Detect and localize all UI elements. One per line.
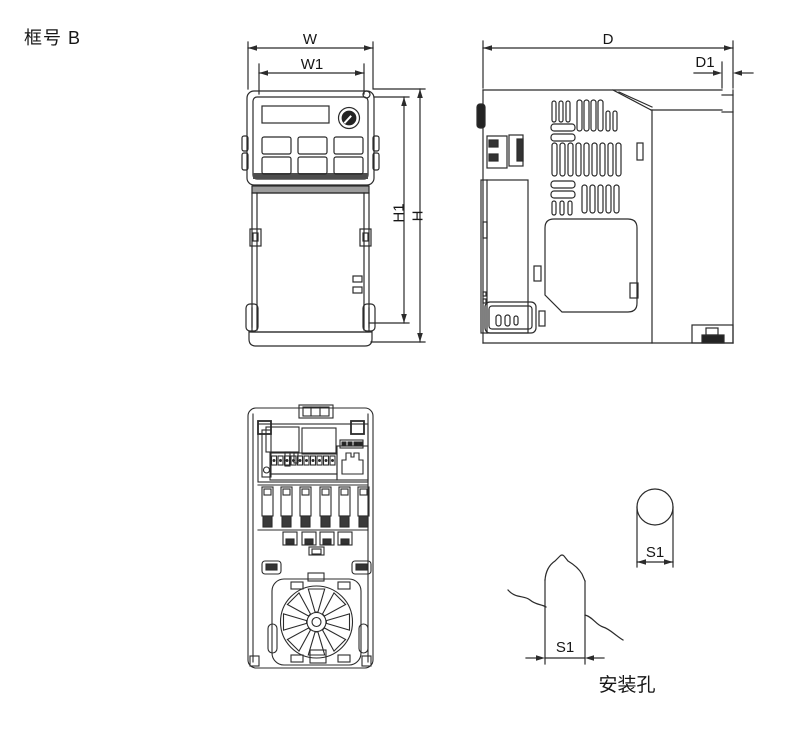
keypad-button [333,156,364,175]
side-outline [482,89,734,344]
dim-label-s1-slot: S1 [556,639,574,656]
dim-label-h: H [409,211,426,222]
nameplate [533,218,639,327]
side-front-face [476,103,537,334]
mounting-hole-caption: 安装孔 [598,674,655,696]
keypad-button [333,136,364,155]
top-hanger [298,404,334,419]
dim-d1: D1 [693,54,754,89]
front-body [245,185,376,347]
knob-side-profile [476,103,486,129]
control-terminal-strip [269,452,338,481]
lower-terminal-blocks [261,531,372,575]
cooling-fan [267,572,369,666]
dim-label-d1: D1 [695,54,714,71]
dim-label-w1: W1 [301,56,324,73]
mounting-slot: S1 [507,554,624,665]
keypad-button [297,136,328,155]
dim-label-w: W [303,31,318,48]
dim-w1: W1 [258,56,365,95]
dim-label-s1-circle: S1 [646,544,664,561]
vent-slots [550,99,644,216]
mounting-hole-detail: S1 S1 安装孔 [507,488,674,696]
side-view: D D1 [476,31,754,344]
keypad [241,90,380,186]
dim-h1: H1 [368,96,410,324]
dim-label-d: D [603,31,614,48]
keypad-button [261,156,292,175]
rear-foot [691,324,734,344]
power-terminals [257,486,370,531]
dim-h: H [370,88,426,343]
dim-d: D [482,31,734,89]
keypad-display [261,105,330,124]
keypad-button [261,136,292,155]
dim-w: W [247,31,374,90]
rj45-port [336,439,369,481]
keypad-corner-hole [362,90,371,99]
mounting-hole-circle: S1 [636,488,674,568]
keypad-lower-band [253,173,368,179]
keypad-knob [337,106,361,130]
dim-label-h1: H1 [390,203,407,222]
frame-number-label: 框号 B [24,28,82,48]
bottom-view [247,404,374,669]
front-view: W W1 H [241,31,426,347]
keypad-button [297,156,328,175]
